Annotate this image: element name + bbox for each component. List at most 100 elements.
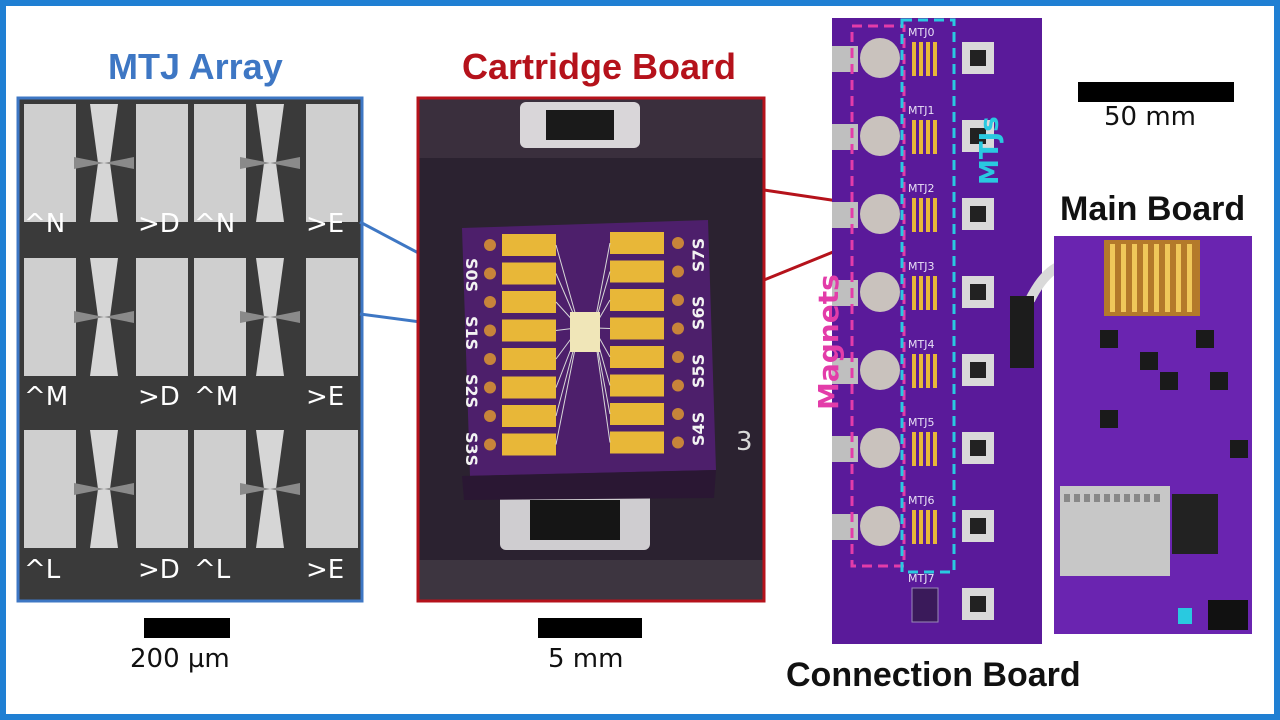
via-left	[484, 353, 496, 365]
mtj-slot-label: MTJ7	[908, 572, 934, 585]
mtj-pad	[194, 430, 246, 548]
empty-socket	[911, 587, 939, 623]
scale-label-5mm: 5 mm	[548, 644, 624, 674]
gold-pad-right	[610, 346, 664, 368]
magnet	[860, 194, 900, 234]
gold-pad-right	[610, 403, 664, 425]
socket-number: 3	[736, 427, 753, 457]
pad-label-left: S0S	[462, 258, 481, 292]
hall-sensor-chip	[970, 440, 986, 456]
gold-pad-left	[502, 376, 556, 399]
mtj-socket-pin	[912, 354, 916, 388]
gold-pad-right	[610, 374, 664, 397]
magnet-holder	[832, 280, 858, 306]
smd-component	[1230, 440, 1248, 458]
mtj-tip	[270, 483, 300, 495]
gold-pad-left	[502, 262, 556, 285]
scale-bar-5mm	[538, 618, 642, 638]
module-pin	[1074, 494, 1080, 502]
module-pin	[1134, 494, 1140, 502]
hall-sensor-chip	[970, 50, 986, 66]
mtj-socket-pin	[926, 120, 930, 154]
mtj-row-label: ^L	[24, 555, 61, 585]
mtj-socket-pin	[919, 276, 923, 310]
via-right	[672, 294, 684, 306]
mtj-socket-pin	[933, 276, 937, 310]
hall-sensor-chip	[970, 596, 986, 612]
wire-bond	[595, 339, 611, 415]
mtj-socket-pin	[912, 42, 916, 76]
module-pin	[1144, 494, 1150, 502]
hall-sensor-chip	[970, 518, 986, 534]
mtj-tip	[270, 311, 300, 323]
mtj-socket-pin	[933, 354, 937, 388]
gold-pad-left	[502, 405, 556, 427]
module-pin	[1064, 494, 1070, 502]
pad-label-left: S3S	[462, 432, 481, 466]
mtj-tip	[104, 157, 134, 169]
scale-label-50mm: 50 mm	[1104, 102, 1197, 132]
mtj-tip	[104, 483, 134, 495]
mtj-socket-pin	[919, 510, 923, 544]
mtj-socket-pin	[912, 120, 916, 154]
via-left	[484, 324, 496, 337]
smd-component	[1140, 352, 1158, 370]
mtjs-label: MTJs	[975, 116, 1005, 185]
gold-pad-left	[502, 348, 556, 370]
header-pin	[1176, 244, 1181, 312]
via-left	[484, 381, 496, 394]
mtj-socket-pin	[926, 510, 930, 544]
magnet	[860, 506, 900, 546]
magnet	[860, 272, 900, 312]
gold-pad-left	[502, 291, 556, 313]
mtj-pad	[194, 258, 246, 376]
mtj-socket-pin	[926, 276, 930, 310]
hall-sensor-chip	[970, 284, 986, 300]
cable-connector	[1010, 296, 1034, 368]
wire-bond	[595, 343, 611, 443]
magnet	[860, 428, 900, 468]
gold-pad-left	[502, 234, 556, 256]
mtj-pad	[306, 258, 358, 376]
wire-bond	[555, 339, 577, 417]
mtj-row-label: ^N	[194, 209, 235, 239]
mtj-slot-label: MTJ6	[908, 494, 934, 507]
header-pin	[1121, 244, 1126, 312]
mtj-socket-pin	[933, 42, 937, 76]
mtj-socket-pin	[912, 198, 916, 232]
magnet	[860, 116, 900, 156]
wire-bond	[555, 343, 577, 445]
mtj-row-label: >E	[306, 555, 344, 585]
mtj-row-label: >D	[138, 555, 180, 585]
pad-label-right: S4S	[689, 412, 708, 446]
module-pin	[1104, 494, 1110, 502]
mtj-tip	[240, 157, 270, 169]
via-left	[484, 438, 496, 451]
magnets-outline	[850, 24, 906, 568]
mtj-tip	[240, 483, 270, 495]
module-pin	[1114, 494, 1120, 502]
wire-bond	[595, 242, 611, 317]
mtj-pad	[24, 258, 76, 376]
mtj-slot-label: MTJ1	[908, 104, 934, 117]
pad-label-left: S2S	[462, 374, 481, 408]
mtj-chip	[570, 312, 600, 352]
via-right	[672, 408, 684, 420]
mtj-socket-pin	[912, 276, 916, 310]
mtj-row-label: ^L	[194, 555, 231, 585]
mtj-row-label: >E	[306, 209, 344, 239]
pad-label-left: S1S	[462, 316, 481, 350]
module-pin	[1084, 494, 1090, 502]
mtj-socket-pin	[933, 120, 937, 154]
wire-bond	[555, 244, 577, 317]
via-left	[484, 239, 496, 251]
via-right	[672, 237, 684, 249]
scale-label-200um: 200 µm	[130, 644, 230, 674]
mtj-tip	[74, 311, 104, 323]
mtj-pad	[306, 104, 358, 222]
header-pin	[1110, 244, 1115, 312]
mtjs-outline	[900, 18, 956, 574]
mtj-slot-label: MTJ2	[908, 182, 934, 195]
